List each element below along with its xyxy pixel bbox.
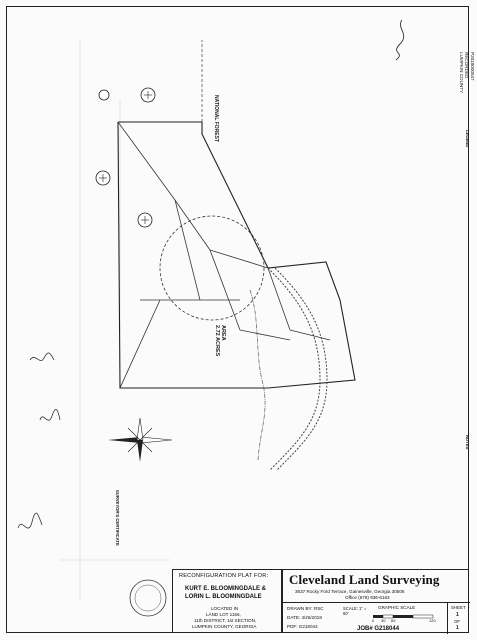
pdf-field: PDF: G218044 <box>287 624 318 629</box>
date-field: DATE: 4/26/2018 <box>287 615 322 620</box>
scale-field: SCALE: 1" = 60' <box>343 606 367 616</box>
north-arrow-icon <box>108 417 173 462</box>
creek-line <box>249 289 266 461</box>
owners-line1: KURT E. BLOOMINGDALE & <box>185 586 266 592</box>
bearing-lines <box>117 121 331 389</box>
location-line1: LOCATED IN <box>211 606 239 611</box>
graphic-scale-bar <box>373 614 434 619</box>
sheet-divider <box>447 602 448 634</box>
stamp-line1: P2018000547 <box>470 52 475 81</box>
signature-left <box>29 352 55 361</box>
job-number: JOB# G218044 <box>357 626 400 632</box>
stamp-line2: RECORDED <box>464 52 470 79</box>
national-forest-label: NATIONAL FOREST <box>213 95 219 143</box>
company-block: Cleveland Land Surveying 3637 Rocky Ford… <box>282 569 470 634</box>
sheet-total: 1 <box>456 625 459 631</box>
area-label: AREA 2.72 ACRES <box>214 325 226 356</box>
location-line4: LUMPKIN COUNTY, GEORGIA <box>192 624 257 629</box>
scale-tick-120: 120 <box>429 618 436 623</box>
scale-tick-60: 60 <box>391 618 396 623</box>
plat-title-box: RECONFIGURATION PLAT FOR: KURT E. BLOOMI… <box>172 569 282 633</box>
parcel-boundary <box>117 121 356 389</box>
marker-ticks <box>99 91 152 224</box>
graphic-scale-label: GRAPHIC SCALE <box>378 605 416 610</box>
scan-noise <box>60 40 170 600</box>
area-label-line1: AREA <box>220 325 226 341</box>
surveyor-seal <box>129 579 167 617</box>
signature-top <box>395 19 405 61</box>
recording-stamp: P2018000547 RECORDED LUMPKIN COUNTY <box>458 52 475 93</box>
sheet-of: OF <box>454 619 461 624</box>
drawn-by: DRAWN BY: RSC <box>287 606 324 611</box>
signature-cert <box>17 512 43 529</box>
signature-right <box>39 408 61 421</box>
legend-title: LEGEND <box>465 130 470 148</box>
road-lines <box>267 267 328 471</box>
company-address: 3637 Rocky Ford Terrace, Gainesville, Ge… <box>295 589 405 594</box>
location-line2: LAND LOT 1156, <box>206 612 241 617</box>
company-office: Office (678) 936-6163 <box>345 595 390 600</box>
turnaround-circle <box>159 215 265 321</box>
location-line3: 11th DISTRICT, 1st SECTION, <box>194 618 257 623</box>
surveyor-certificate-title: SURVEYOR'S CERTIFICATE <box>115 490 120 546</box>
surveyor-seal-inner <box>134 584 162 612</box>
company-name: Cleveland Land Surveying <box>289 572 440 587</box>
sheet-number: 1 <box>456 612 459 618</box>
notes-title: NOTES <box>465 435 470 450</box>
company-divider <box>283 602 470 603</box>
survey-markers <box>95 87 156 228</box>
sheet-label: SHEET <box>451 605 466 610</box>
owners-line2: LORIN L. BLOOMINGDALE <box>185 594 262 600</box>
area-label-line2: 2.72 ACRES <box>214 325 220 357</box>
plat-header: RECONFIGURATION PLAT FOR: <box>179 573 269 579</box>
scale-tick-0: 0 <box>372 618 375 623</box>
stamp-line3: LUMPKIN COUNTY <box>458 52 464 94</box>
scale-tick-30: 30 <box>381 618 386 623</box>
